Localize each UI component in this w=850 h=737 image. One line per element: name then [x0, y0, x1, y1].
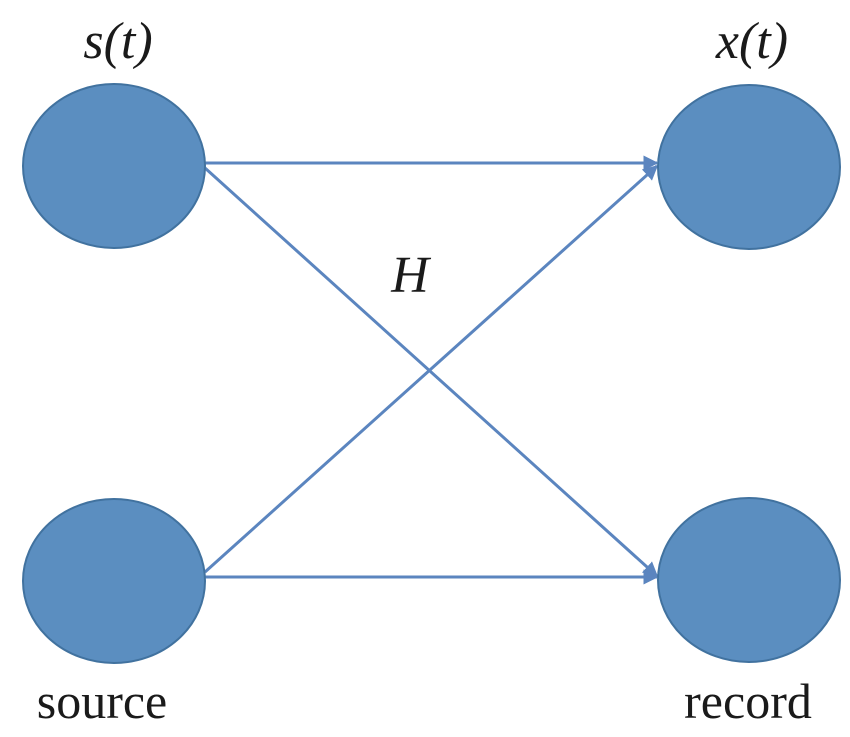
- record-node-2: [657, 497, 841, 663]
- nodes: [22, 83, 841, 664]
- record-node-1: [657, 84, 841, 250]
- record-caption: record: [684, 673, 812, 729]
- source-caption: source: [37, 673, 168, 729]
- edge-source-2-to-record-1: [203, 164, 659, 574]
- mixing-matrix-label: H: [390, 247, 431, 304]
- source-signal-label: s(t): [83, 13, 152, 70]
- edges: [203, 155, 659, 585]
- edge-source-1-to-record-2: [203, 166, 659, 578]
- record-signal-label: x(t): [715, 13, 788, 70]
- source-node-2: [22, 498, 206, 664]
- source-node-1: [22, 83, 206, 249]
